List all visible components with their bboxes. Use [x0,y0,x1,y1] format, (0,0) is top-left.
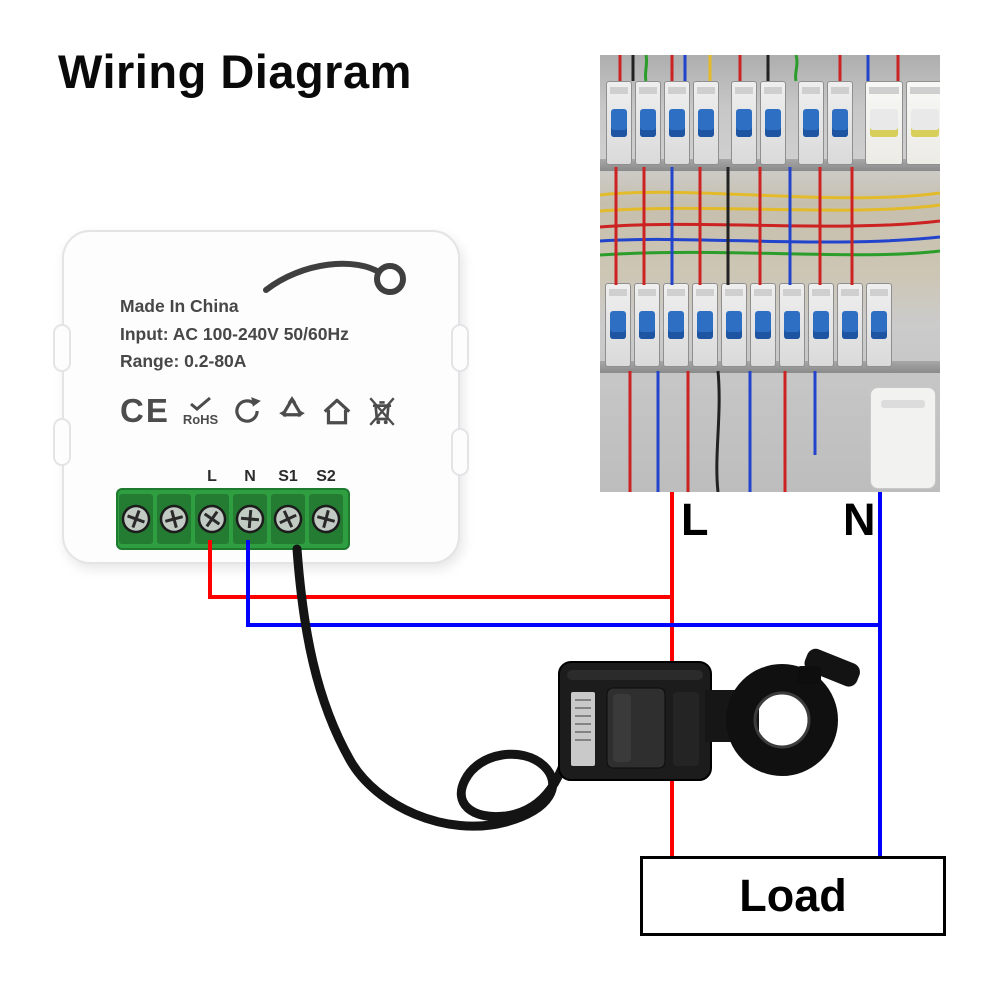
terminal-screws [121,504,341,534]
circuit-breaker [692,283,718,367]
check-icon [189,396,211,411]
breaker-row-bottom [605,283,892,367]
page-title: Wiring Diagram [58,45,412,98]
recycle-icon [279,396,306,418]
neutral-wire-label: N [843,494,876,545]
rohs-mark: RoHS [183,396,218,427]
ct-current-clamp [558,648,860,781]
certification-icons-row: CE RoHS [120,388,398,434]
circuit-breaker [837,283,863,367]
circuit-breaker [605,283,631,367]
device-made-in-text: Made In China [120,296,239,316]
terminal-label-l: L [207,468,217,485]
ct-clamp-ring [726,664,838,776]
circular-arrows-icon [235,397,262,423]
mounting-tab [53,418,71,466]
circuit-breaker [865,81,903,165]
mounting-tab [451,324,469,372]
circuit-breaker [664,81,690,165]
circuit-breaker [731,81,757,165]
device-input-rating-text: Input: AC 100-240V 50/60Hz [120,324,349,344]
device-current-range-text: Range: 0.2-80A [120,351,247,371]
circuit-breaker [635,81,661,165]
terminal-block [116,488,350,550]
terminal-label-s2: S2 [316,468,336,485]
mounting-tab [53,324,71,372]
circuit-breaker [798,81,824,165]
load-label: Load [739,870,847,921]
circuit-breaker [606,81,632,165]
circuit-breaker [693,81,719,165]
breaker-row-top [606,81,940,165]
wall-module [870,387,936,489]
terminal-label-s1: S1 [278,468,298,485]
circuit-breaker [779,283,805,367]
ce-mark: CE [120,392,170,429]
circuit-breaker [721,283,747,367]
ct-spec-label [571,692,595,766]
distribution-panel-photo [600,55,940,492]
circuit-breaker [760,81,786,165]
circuit-breaker [866,283,892,367]
circuit-breaker [808,283,834,367]
rohs-label: RoHS [182,411,219,427]
circuit-breaker [663,283,689,367]
live-wire-label: L [681,494,709,545]
antenna-icon [263,260,406,295]
house-icon [323,398,351,425]
circuit-breaker [906,81,940,165]
ct-sensor-cable [292,544,582,831]
smart-switch-device: Made In China Input: AC 100-240V 50/60Hz… [53,230,469,564]
circuit-breaker [750,283,776,367]
load-box: Load [640,856,946,936]
circuit-breaker [634,283,660,367]
circuit-breaker [827,81,853,165]
terminal-label-n: N [244,468,256,485]
ct-clamp-latch [804,648,860,687]
crossed-out-bin-icon [369,397,395,426]
mounting-tab [451,428,469,476]
